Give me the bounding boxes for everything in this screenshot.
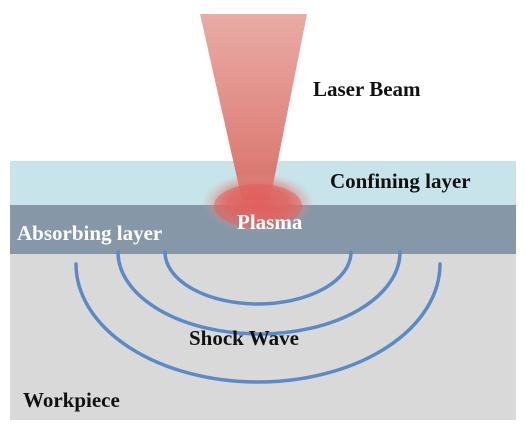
shock-wave-arc-middle bbox=[116, 250, 402, 336]
plasma-label: Plasma bbox=[237, 210, 303, 234]
shock-wave-arcs bbox=[74, 250, 442, 384]
shock-wave-label: Shock Wave bbox=[189, 326, 299, 350]
confining-layer-label: Confining layer bbox=[330, 169, 471, 193]
plasma-core bbox=[214, 184, 302, 228]
laser-beam-label: Laser Beam bbox=[313, 77, 421, 101]
absorbing-layer-label: Absorbing layer bbox=[17, 221, 162, 245]
workpiece-region bbox=[10, 254, 516, 420]
workpiece-label: Workpiece bbox=[23, 388, 120, 412]
shock-wave-arc-inner bbox=[163, 250, 353, 306]
laser-beam-cone bbox=[200, 14, 307, 200]
shock-wave-arc-outer bbox=[74, 262, 442, 384]
